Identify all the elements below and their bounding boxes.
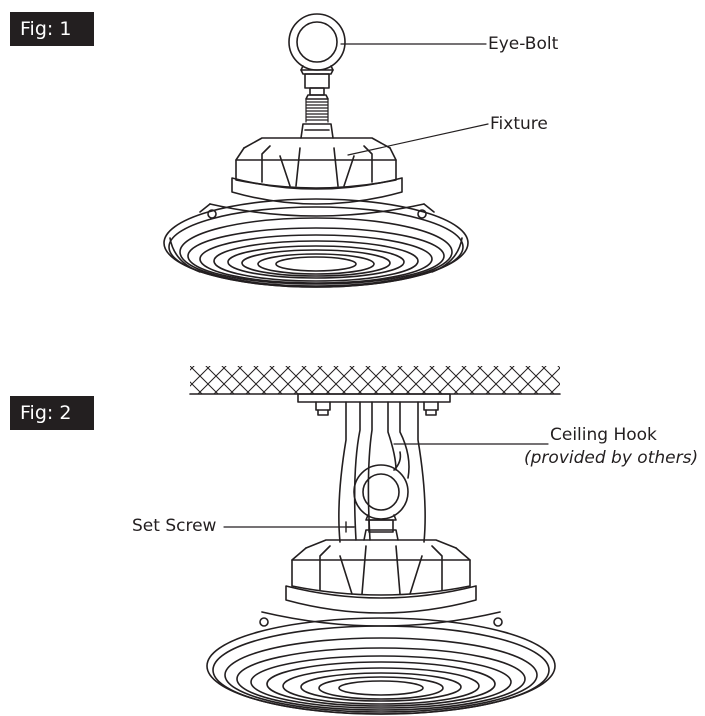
eye-bolt-illustration bbox=[288, 13, 346, 123]
fixture-leader bbox=[347, 123, 489, 156]
fixture-installed bbox=[206, 529, 556, 715]
fig2-badge: Fig: 2 bbox=[10, 396, 94, 430]
set-screw-icon bbox=[345, 521, 355, 533]
eye-bolt-installed bbox=[353, 464, 409, 533]
ceiling-hook-illustration bbox=[338, 401, 426, 543]
ceiling-hatch bbox=[189, 366, 561, 395]
ceiling-hook-note: (provided by others) bbox=[524, 448, 699, 468]
ceiling-mount-plate bbox=[297, 393, 451, 416]
ceiling-hook-label: Ceiling Hook bbox=[550, 425, 657, 445]
fixture-illustration bbox=[163, 123, 469, 288]
fig1-badge: Fig: 1 bbox=[10, 12, 94, 46]
eye-bolt-label: Eye-Bolt bbox=[488, 34, 559, 54]
set-screw-label: Set Screw bbox=[132, 516, 217, 536]
fixture-label: Fixture bbox=[490, 114, 548, 134]
